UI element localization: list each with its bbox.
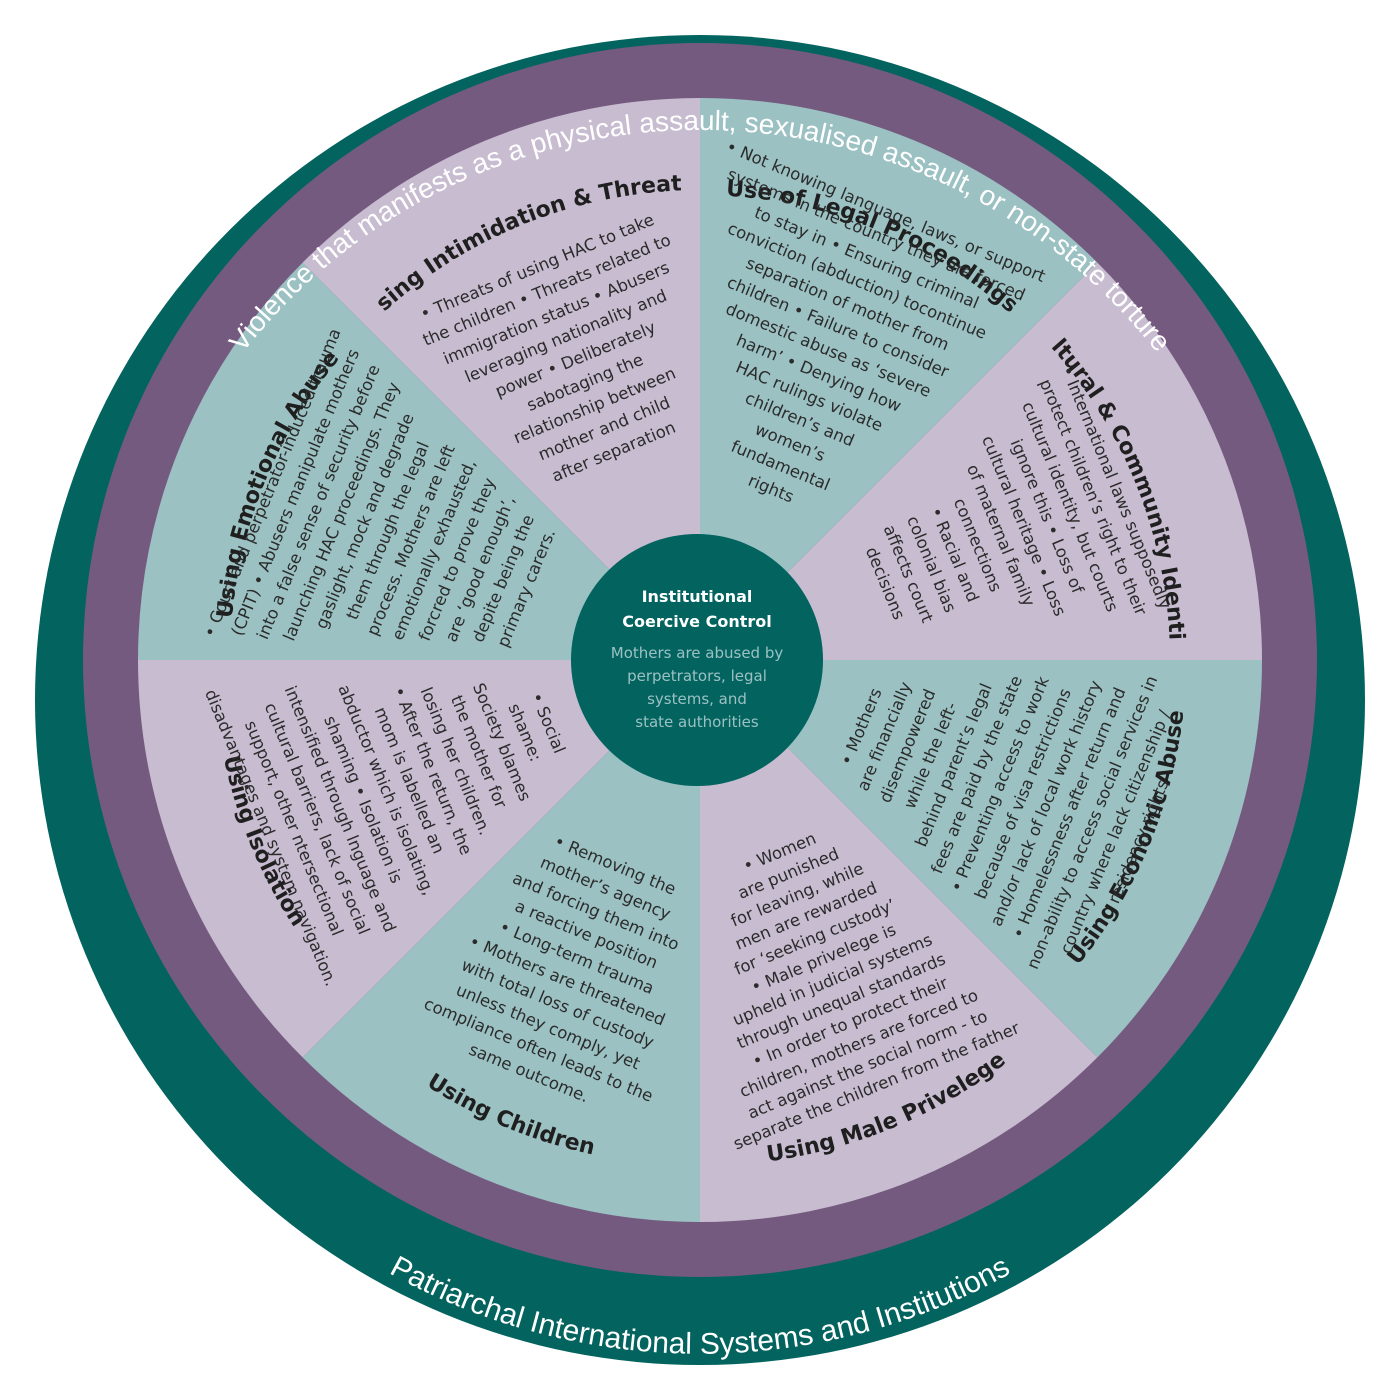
center-circle: [571, 534, 823, 786]
center-body-line-4: state authorities: [635, 713, 759, 731]
center-title-line-1: Institutional: [642, 587, 753, 606]
center-body-line-1: Mothers are abused by: [611, 644, 784, 662]
segment-intimidation: [302, 98, 700, 660]
segment-isolation: [138, 660, 700, 1058]
segment-cultural: [700, 262, 1262, 660]
segment-emotional: [138, 262, 700, 660]
segment-economic: [700, 660, 1262, 1058]
segment-male: [700, 660, 1098, 1222]
segment-legal: [700, 98, 1098, 660]
center-title-line-2: Coercive Control: [622, 612, 771, 631]
center-hub: Institutional Coercive Control Mothers a…: [571, 534, 823, 786]
segment-children: [302, 660, 700, 1222]
segments: Use of Legal Proceedings• Not knowing la…: [0, 0, 1262, 1222]
center-body-line-3: systems, and: [647, 690, 747, 708]
center-body-line-2: perpetrators, legal: [627, 667, 767, 685]
